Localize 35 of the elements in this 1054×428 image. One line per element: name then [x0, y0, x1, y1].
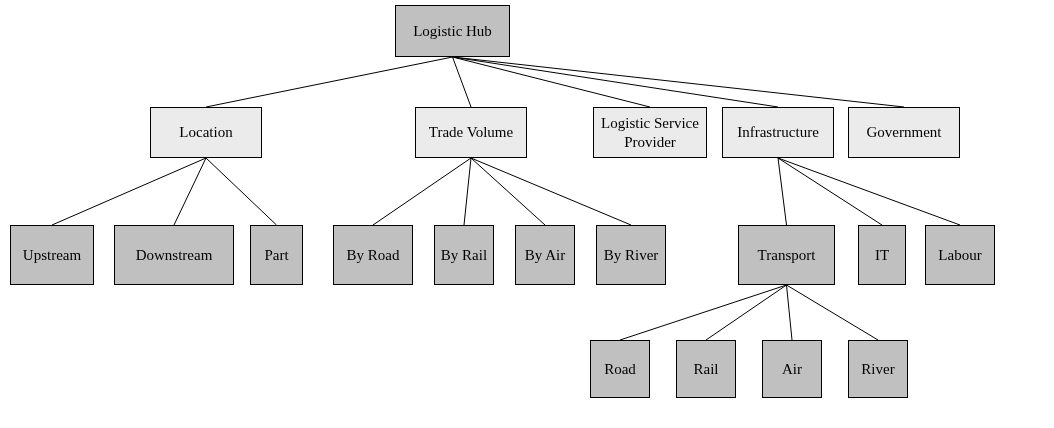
- connector-line: [777, 157, 961, 226]
- tree-node-box: Trade Volume: [415, 107, 527, 158]
- tree-node-box: Rail: [676, 340, 736, 398]
- tree-node-box: Downstream: [114, 225, 234, 285]
- connector-line: [619, 284, 787, 341]
- tree-node-box: By River: [596, 225, 666, 285]
- tree-node-box: Road: [590, 340, 650, 398]
- tree-node-box: Transport: [738, 225, 835, 285]
- tree-node-box: By Rail: [434, 225, 494, 285]
- connector-line: [372, 157, 472, 226]
- connector-line: [786, 284, 793, 341]
- tree-node-box: River: [848, 340, 908, 398]
- connector-line: [705, 284, 787, 341]
- tree-node-box: Air: [762, 340, 822, 398]
- connector-line: [205, 157, 277, 226]
- connector-line: [786, 284, 879, 341]
- connector-line: [470, 157, 632, 226]
- connector-line: [173, 157, 207, 226]
- tree-node-box: Infrastructure: [722, 107, 834, 158]
- connector-line: [452, 56, 472, 108]
- tree-node-box: Part: [250, 225, 303, 285]
- connector-line: [463, 157, 472, 226]
- connector-line: [777, 157, 883, 226]
- tree-node-box: Government: [848, 107, 960, 158]
- connector-line: [777, 157, 787, 226]
- tree-node-box: By Air: [515, 225, 575, 285]
- tree-node-box: Labour: [925, 225, 995, 285]
- connector-line: [51, 157, 207, 226]
- tree-node-box: By Road: [333, 225, 413, 285]
- tree-node-box: Logistic Service Provider: [593, 107, 707, 158]
- tree-node-box: Upstream: [10, 225, 94, 285]
- tree-node-box: Location: [150, 107, 262, 158]
- tree-node-box: Logistic Hub: [395, 5, 510, 57]
- tree-node-box: IT: [858, 225, 906, 285]
- connector-line: [470, 157, 546, 226]
